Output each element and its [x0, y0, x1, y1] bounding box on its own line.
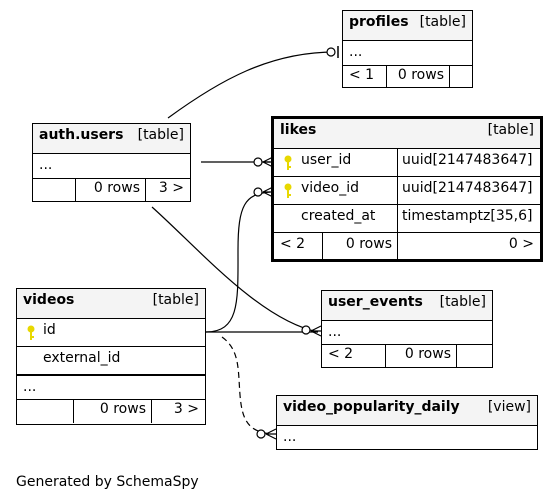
row-count: 0 rows: [75, 179, 146, 201]
table-user-events[interactable]: user_events [table] ... < 2 0 rows: [321, 290, 493, 368]
more-columns: ...: [39, 157, 53, 173]
table-profiles[interactable]: profiles [table] ... < 1 0 rows: [342, 10, 473, 88]
table-header: user_events [table]: [322, 291, 492, 320]
column-type: uuid[2147483647]: [397, 149, 540, 176]
more-columns-row: ...: [322, 320, 492, 344]
column-name: video_id: [301, 180, 360, 196]
edge-end-circle: [301, 325, 311, 335]
table-header: videos [table]: [17, 289, 205, 318]
more-columns-row: ...: [17, 374, 205, 399]
edge-videos-likes: [205, 191, 271, 333]
key-icon: [283, 183, 293, 203]
column-name: external_id: [43, 350, 121, 366]
row-count: 0 rows: [385, 345, 457, 367]
column-type: uuid[2147483647]: [397, 177, 540, 204]
more-columns: ...: [349, 44, 363, 60]
row-count: 0 rows: [73, 400, 152, 423]
more-columns-row: ...: [343, 40, 472, 65]
children-count[interactable]: 3 >: [145, 179, 190, 201]
children-count[interactable]: 3 >: [151, 400, 205, 423]
more-columns: ...: [328, 324, 342, 340]
edge-auth-users-user-events: [151, 206, 319, 333]
more-columns: ...: [23, 379, 37, 395]
table-name: user_events: [328, 294, 423, 310]
table-name: video_popularity_daily: [283, 399, 460, 415]
table-name: profiles: [349, 14, 409, 30]
parents-count[interactable]: [17, 400, 74, 423]
table-name: videos: [23, 292, 75, 308]
column-name: id: [43, 322, 56, 338]
column-row[interactable]: external_id: [17, 346, 205, 374]
table-header: likes [table]: [274, 119, 540, 148]
parents-count[interactable]: < 2: [328, 346, 354, 362]
parents-count[interactable]: < 1: [349, 67, 375, 83]
table-kind: [table]: [137, 127, 184, 143]
table-footer: < 1 0 rows: [343, 65, 472, 87]
column-row[interactable]: created_at timestamptz[35,6]: [274, 204, 540, 232]
edge-end-circle: [253, 157, 263, 167]
parents-count[interactable]: < 2: [280, 236, 306, 252]
parents-count[interactable]: [33, 179, 76, 201]
row-count: 0 rows: [322, 233, 398, 260]
table-header: video_popularity_daily [view]: [277, 396, 537, 425]
more-columns-row: ...: [33, 153, 190, 178]
more-columns-row: ...: [277, 425, 537, 449]
table-header: auth.users [table]: [33, 124, 190, 153]
table-videos[interactable]: videos [table] id external_id ... 0 rows…: [16, 288, 206, 425]
view-video-popularity-daily[interactable]: video_popularity_daily [view] ...: [276, 395, 538, 450]
column-name: user_id: [301, 152, 352, 168]
table-auth-users[interactable]: auth.users [table] ... 0 rows 3 >: [32, 123, 191, 202]
table-footer: < 2 0 rows: [322, 344, 492, 367]
table-footer: 0 rows 3 >: [33, 178, 190, 201]
key-icon: [26, 325, 36, 345]
column-name: created_at: [301, 208, 376, 224]
table-kind: [table]: [487, 122, 534, 138]
table-footer: < 2 0 rows 0 >: [274, 232, 540, 260]
table-kind: [table]: [419, 14, 466, 30]
edge-end-circle: [256, 429, 266, 439]
column-row[interactable]: id: [17, 318, 205, 346]
table-footer: 0 rows 3 >: [17, 399, 205, 423]
edge-auth-users-profiles: [167, 51, 336, 119]
children-count[interactable]: [449, 66, 472, 87]
table-kind: [view]: [487, 399, 531, 415]
table-header: profiles [table]: [343, 11, 472, 40]
table-likes[interactable]: likes [table] user_id uuid[2147483647] v…: [271, 116, 543, 262]
table-name: likes: [280, 122, 317, 138]
edge-crowfoot: [310, 325, 322, 337]
table-kind: [table]: [439, 294, 486, 310]
children-count[interactable]: 0 >: [397, 233, 540, 260]
generated-by-footer: Generated by SchemaSpy: [16, 474, 199, 490]
table-name: auth.users: [39, 127, 124, 143]
column-type: timestamptz[35,6]: [397, 205, 540, 232]
edge-end-circle: [326, 47, 336, 57]
more-columns: ...: [283, 429, 297, 445]
column-row[interactable]: video_id uuid[2147483647]: [274, 176, 540, 204]
edge-end-circle: [253, 187, 263, 197]
edge-crowfoot: [265, 428, 277, 440]
table-kind: [table]: [152, 292, 199, 308]
key-icon: [283, 155, 293, 175]
column-row[interactable]: user_id uuid[2147483647]: [274, 148, 540, 176]
edge-videos-popularity: [221, 336, 273, 435]
children-count[interactable]: [456, 345, 492, 367]
row-count: 0 rows: [386, 66, 450, 87]
